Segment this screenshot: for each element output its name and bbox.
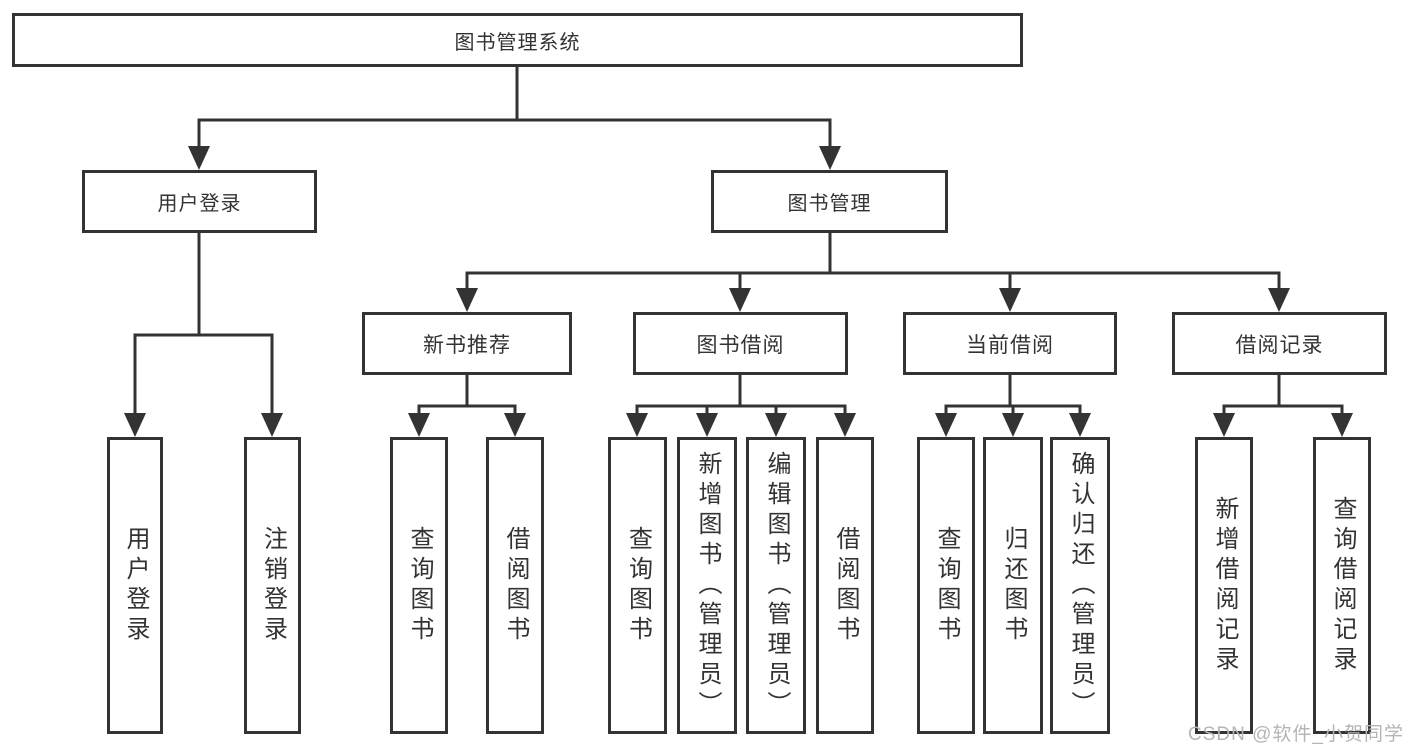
node-label: 查询图书 (933, 525, 960, 646)
node-book-borrowing: 图书借阅 (633, 312, 848, 375)
node-label: 注销登录 (259, 525, 287, 646)
arrow-down-icon (935, 413, 957, 437)
leaf-current-return-books: 归还图书 (983, 437, 1043, 734)
node-user-login: 用户登录 (82, 170, 317, 233)
arrow-down-icon (1331, 413, 1353, 437)
arrow-down-icon (261, 413, 283, 437)
node-label: 用户登录 (122, 525, 149, 646)
node-label: 查询图书 (624, 525, 652, 646)
node-label: 新书推荐 (423, 333, 511, 357)
node-root-system: 图书管理系统 (12, 13, 1023, 67)
arrow-down-icon (456, 288, 478, 312)
node-label: 新增图书（管理员） (694, 450, 721, 721)
arrow-down-icon (696, 413, 718, 437)
node-label: 查询借阅记录 (1329, 495, 1356, 676)
node-label: 借阅图书 (832, 525, 859, 646)
leaf-recommend-borrow-books: 借阅图书 (486, 437, 544, 734)
leaf-recommend-query-books: 查询图书 (390, 437, 448, 734)
mgmt-branch-drops (738, 273, 1012, 293)
node-label: 归还图书 (1000, 525, 1027, 646)
leaf-borrow-borrow-books: 借阅图书 (816, 437, 874, 734)
root-branch-line (197, 118, 832, 151)
leaf-user-login: 用户登录 (107, 437, 163, 734)
node-label: 查询图书 (406, 525, 433, 646)
node-book-management: 图书管理 (711, 170, 948, 233)
leaf-borrow-edit-books-admin: 编辑图书（管理员） (746, 437, 806, 734)
arrowheads (124, 146, 1353, 437)
arrow-down-icon (124, 413, 146, 437)
arrow-down-icon (819, 146, 841, 170)
node-label: 编辑图书（管理员） (763, 450, 790, 721)
arrow-down-icon (765, 413, 787, 437)
node-label: 图书管理 (787, 193, 872, 215)
arrow-down-icon (188, 146, 210, 170)
arrow-down-icon (1069, 413, 1091, 437)
leaf-records-query-record: 查询借阅记录 (1313, 437, 1371, 734)
node-borrow-records: 借阅记录 (1172, 312, 1387, 375)
login-branch-line (133, 333, 274, 418)
arrow-down-icon (1268, 288, 1290, 312)
leaf-current-query-books: 查询图书 (917, 437, 975, 734)
arrow-down-icon (1002, 413, 1024, 437)
leaf-borrow-query-books: 查询图书 (608, 437, 667, 734)
csdn-watermark: CSDN @软件_小贺同学 (1188, 724, 1404, 745)
arrow-down-icon (626, 413, 648, 437)
arrow-down-icon (504, 413, 526, 437)
node-label: 新增借阅记录 (1211, 495, 1238, 676)
leaf-logout: 注销登录 (244, 437, 301, 734)
node-new-book-recommend: 新书推荐 (362, 312, 572, 375)
node-label: 图书管理系统 (454, 31, 581, 54)
records-branch-line (1222, 404, 1344, 418)
recommend-branch-line (417, 404, 517, 418)
node-label: 当前借阅 (966, 333, 1054, 357)
arrow-down-icon (834, 413, 856, 437)
arrow-down-icon (729, 288, 751, 312)
node-label: 图书借阅 (696, 333, 785, 357)
borrow-branch-line (635, 404, 847, 418)
node-current-borrowing: 当前借阅 (903, 312, 1117, 375)
mgmt-branch-line (465, 271, 1281, 293)
borrow-branch-drops (705, 406, 778, 418)
node-label: 确认归还（管理员） (1067, 450, 1094, 721)
arrow-down-icon (999, 288, 1021, 312)
arrow-down-icon (1213, 413, 1235, 437)
node-label: 借阅图书 (502, 525, 529, 646)
leaf-current-confirm-return-admin: 确认归还（管理员） (1050, 437, 1110, 734)
arrow-down-icon (408, 413, 430, 437)
leaf-records-add-record: 新增借阅记录 (1195, 437, 1253, 734)
node-label: 用户登录 (157, 193, 242, 215)
leaf-borrow-add-books-admin: 新增图书（管理员） (677, 437, 737, 734)
node-label: 借阅记录 (1235, 333, 1324, 357)
